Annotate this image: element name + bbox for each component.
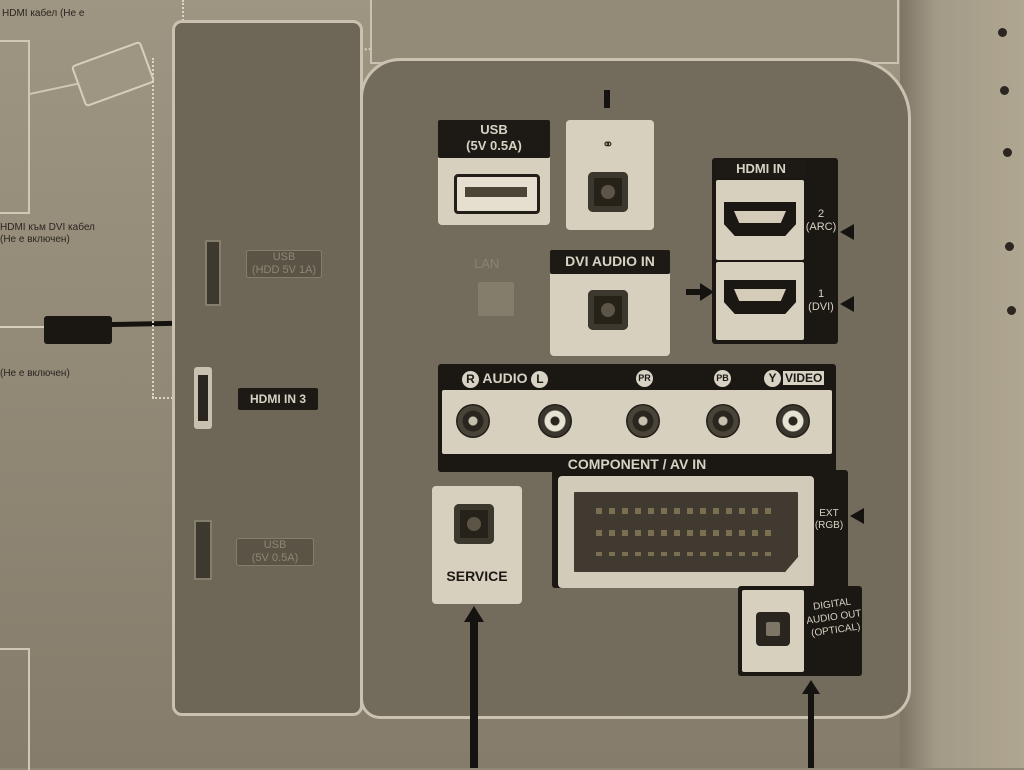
hdmi-in-3-label: HDMI IN 3 bbox=[238, 388, 318, 410]
service-jack bbox=[454, 504, 494, 544]
usb-hdd-label: USB (HDD 5V 1A) bbox=[246, 250, 322, 278]
optical-box bbox=[742, 590, 804, 672]
usb-bottom-label: USB (5V 0.5A) bbox=[236, 538, 314, 566]
y-video-jack bbox=[776, 404, 810, 438]
component-av-label: COMPONENT / AV IN bbox=[567, 456, 707, 472]
note-dvi-cable: HDMI към DVI кабел (Не е включен) bbox=[0, 222, 95, 245]
scart-frame bbox=[558, 476, 814, 588]
hdmi3-port bbox=[194, 367, 212, 429]
manual-page-right bbox=[900, 0, 1024, 768]
usb-port-hdd bbox=[205, 240, 221, 306]
ext-rgb-label: EXT (RGB) bbox=[814, 508, 844, 531]
note-not-included: (Не е включен) bbox=[0, 368, 70, 379]
audio-r-jack bbox=[456, 404, 490, 438]
guide-line bbox=[152, 58, 154, 398]
hdmi1-label: 1 (DVI) bbox=[808, 288, 834, 313]
pr-label: PR bbox=[636, 370, 653, 387]
service-label: SERVICE bbox=[446, 568, 508, 584]
arrow-head-icon bbox=[700, 283, 714, 301]
pb-label: PB bbox=[714, 370, 731, 387]
digital-audio-out-label: DIGITAL AUDIO OUT (OPTICAL) bbox=[805, 596, 863, 640]
arrow-head-icon bbox=[464, 606, 484, 622]
dvi-audio-label: DVI AUDIO IN bbox=[550, 250, 670, 274]
hdmi-in-label: HDMI IN bbox=[716, 160, 806, 178]
note-hdmi-cable: HDMI кабел (Не е bbox=[2, 8, 85, 19]
headphone-port-box: ⚭ bbox=[566, 120, 654, 230]
audio-cable-wire bbox=[0, 326, 45, 328]
lan-port bbox=[478, 282, 514, 316]
pr-jack bbox=[626, 404, 660, 438]
tv-top-housing bbox=[370, 0, 899, 64]
dvi-audio-box: DVI AUDIO IN bbox=[550, 250, 670, 356]
margin-dot bbox=[1003, 148, 1012, 157]
hdmi2-label: 2 (ARC) bbox=[805, 208, 837, 233]
hdmi2-port bbox=[724, 202, 796, 236]
guide-line bbox=[152, 397, 180, 399]
arrow-head-icon bbox=[850, 508, 864, 524]
hdmi2-box bbox=[716, 180, 804, 260]
margin-dot bbox=[998, 28, 1007, 37]
usb-label: USB (5V 0.5A) bbox=[438, 120, 550, 158]
usb-port bbox=[454, 174, 540, 214]
arrow-to-headphone bbox=[604, 90, 610, 108]
audio-plug-icon bbox=[44, 316, 112, 344]
usb-port-bottom bbox=[194, 520, 212, 580]
headphone-icon: ⚭ bbox=[602, 136, 614, 152]
margin-dot bbox=[1000, 86, 1009, 95]
dvi-audio-jack bbox=[588, 290, 628, 330]
lan-label: LAN bbox=[474, 256, 500, 271]
arrow-to-optical bbox=[808, 694, 814, 768]
arrow-head-icon bbox=[802, 680, 820, 694]
arrow-head-icon bbox=[840, 296, 854, 312]
optical-port bbox=[756, 612, 790, 646]
rca-jack-row bbox=[442, 390, 832, 454]
hdmi1-port bbox=[724, 280, 796, 314]
device-outline bbox=[0, 648, 30, 770]
service-box: SERVICE bbox=[432, 486, 522, 604]
hdmi1-box bbox=[716, 262, 804, 340]
scart-port bbox=[571, 489, 801, 575]
margin-dot bbox=[1007, 306, 1016, 315]
pb-jack bbox=[706, 404, 740, 438]
audio-l-jack bbox=[538, 404, 572, 438]
audio-label: R AUDIO L bbox=[462, 370, 549, 388]
usb-port-box: USB (5V 0.5A) bbox=[438, 120, 550, 225]
arrow-to-service bbox=[470, 620, 478, 768]
arrow-to-hdmi1 bbox=[686, 289, 702, 295]
arrow-head-icon bbox=[840, 224, 854, 240]
margin-dot bbox=[1005, 242, 1014, 251]
device-outline bbox=[0, 40, 30, 214]
headphone-jack bbox=[588, 172, 628, 212]
